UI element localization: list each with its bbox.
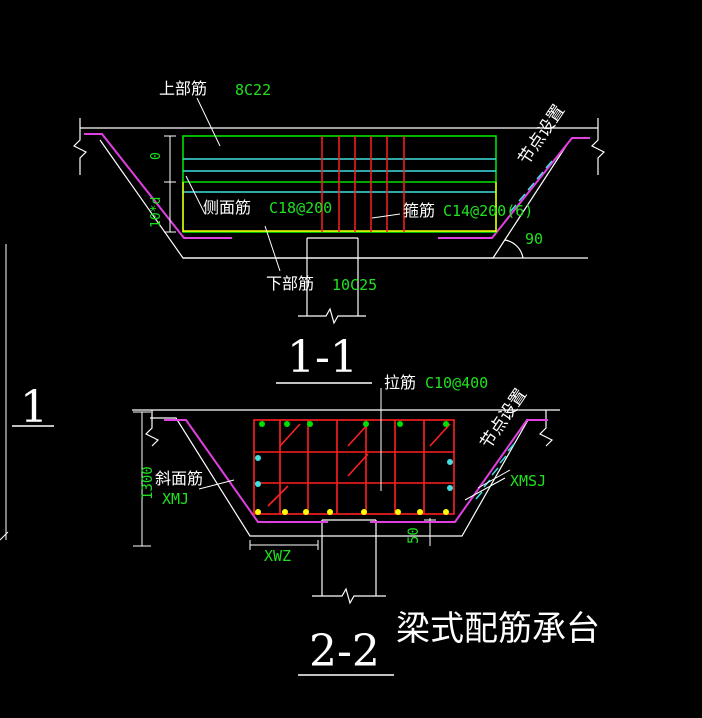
xwz-label: XWZ: [264, 547, 291, 565]
node-marks-1-1: [509, 160, 553, 213]
xmsj-label: XMSJ: [510, 472, 546, 490]
stirrup-label: 箍筋: [403, 201, 435, 220]
cage-2-2: [253, 419, 455, 515]
side-title-fragment: 1: [0, 244, 54, 541]
beam-cage: [182, 135, 497, 233]
section-1-1: 上部筋 8C22 0 10*d 侧面筋 C18@200 箍筋 C14@200(6…: [72, 79, 606, 384]
drawing-title: 梁式配筋承台: [396, 609, 600, 649]
dim-10d: 10*d: [149, 197, 164, 228]
node-setting-label-2-2: 节点设置: [477, 385, 532, 453]
bar-dots: [255, 421, 453, 515]
leaders-2-2: [198, 388, 511, 501]
height-dim-label: 1300: [140, 466, 156, 500]
slope-bar-label: 斜面筋: [155, 469, 203, 488]
node-marks-2-2: [475, 443, 515, 500]
tie-bar-spec: C10@400: [425, 374, 488, 392]
xmj-label: XMJ: [162, 490, 189, 508]
section-title-2-2: 2-2: [309, 626, 380, 677]
dimension-left: [164, 135, 176, 233]
stirrup-spec: C14@200(6): [443, 202, 533, 220]
leaders-1-1: [185, 97, 401, 272]
slope-reinforcement-2-2: [164, 419, 548, 523]
slope-reinforcement: [84, 133, 590, 239]
side-bar-label: 侧面筋: [203, 198, 251, 217]
xwz-dimension: [249, 540, 319, 550]
section-title-1-1: 1-1: [287, 332, 358, 383]
dim-zero: 0: [149, 152, 164, 160]
top-bar-label: 上部筋: [159, 79, 207, 98]
bottom-bar-spec: 10C25: [332, 276, 377, 294]
top-bar-spec: 8C22: [235, 81, 271, 99]
node-setting-label: 节点设置: [515, 101, 570, 169]
height-dimension: [133, 411, 151, 547]
side-bar-spec: C18@200: [269, 199, 332, 217]
side-title: 1: [20, 382, 48, 433]
bottom-bar-label: 下部筋: [266, 274, 314, 293]
dim-50-label: 50: [406, 527, 422, 544]
pit-outline: [72, 118, 606, 325]
tie-bar-label: 拉筋: [384, 373, 416, 392]
angle-label: 90: [525, 230, 543, 248]
